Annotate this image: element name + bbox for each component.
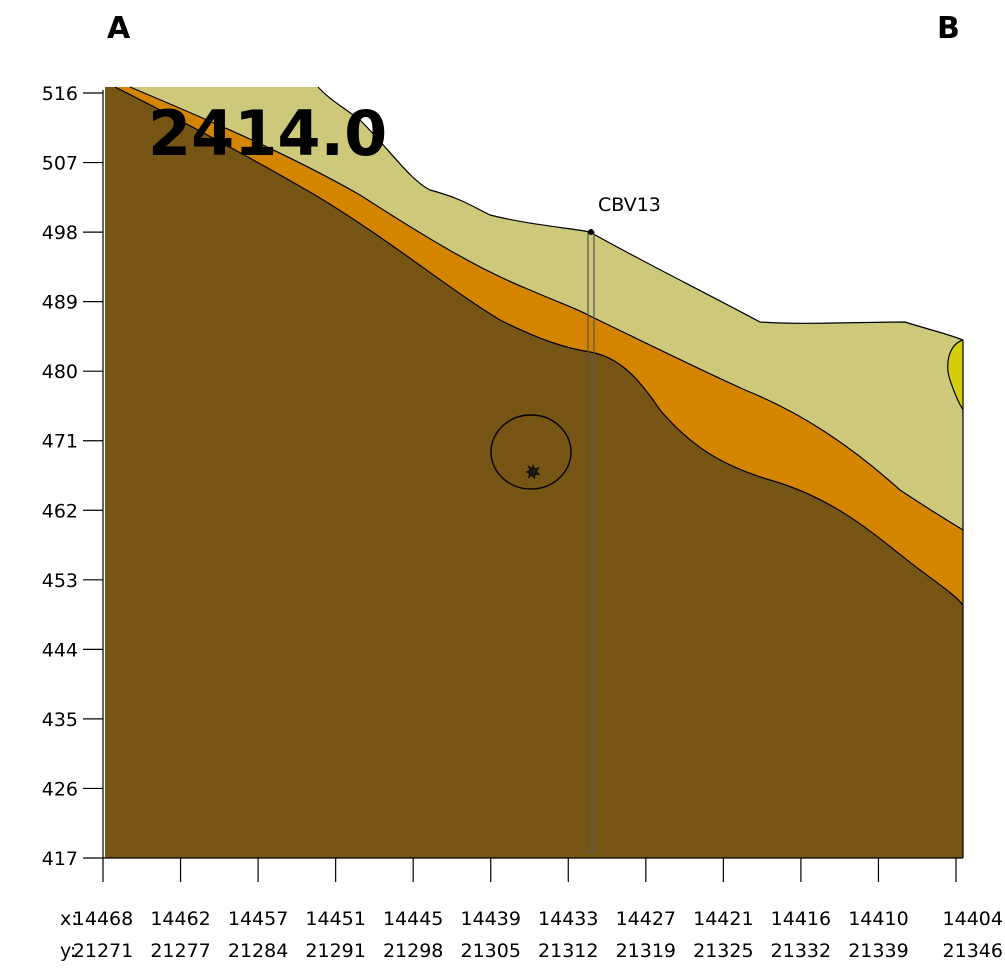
corner-label-b: B	[937, 11, 960, 46]
y-tick-label: 498	[42, 222, 78, 244]
annotation-ellipse	[490, 414, 572, 490]
x-row-prefix: x:	[60, 908, 78, 930]
x-coord-label: 14462	[150, 908, 210, 930]
x-coord-label: 14427	[616, 908, 676, 930]
y-coord-label: 21339	[848, 940, 908, 962]
corner-label-a: A	[107, 11, 131, 46]
y-coord-label: 21325	[693, 940, 753, 962]
y-axis: 516 507 498 489 480 471 462 453 444 435 426 417	[42, 83, 103, 870]
well-top-marker	[588, 229, 594, 235]
x-coord-label: 14468	[73, 908, 133, 930]
x-coord-label: 14439	[461, 908, 521, 930]
y-coord-label: 21346	[943, 940, 1003, 962]
x-coord-label: 14416	[771, 908, 831, 930]
y-tick-label: 462	[42, 500, 78, 522]
y-tick-label: 453	[42, 570, 78, 592]
well-label: CBV13	[598, 194, 661, 216]
x-coord-label: 14451	[305, 908, 365, 930]
y-coord-label: 21298	[383, 940, 443, 962]
sample-star-icon	[525, 464, 541, 480]
y-tick-label: 444	[42, 639, 78, 661]
y-tick-label: 516	[42, 83, 78, 105]
x-coord-label: 14404	[943, 908, 1003, 930]
y-coord-label: 21284	[228, 940, 288, 962]
x-coord-label: 14421	[693, 908, 753, 930]
y-tick-label: 507	[42, 153, 78, 175]
y-coord-label: 21305	[461, 940, 521, 962]
x-coord-label: 14445	[383, 908, 443, 930]
x-coord-label: 14457	[228, 908, 288, 930]
y-coord-label: 21319	[616, 940, 676, 962]
x-coord-label: 14410	[848, 908, 908, 930]
yellow-lens	[947, 340, 963, 410]
layer-boundaries	[114, 86, 964, 858]
x-axis	[102, 858, 957, 882]
y-coord-label: 21332	[771, 940, 831, 962]
y-tick-label: 480	[42, 361, 78, 383]
y-coord-label: 21277	[150, 940, 210, 962]
y-tick-label: 417	[42, 848, 78, 870]
y-tick-label: 426	[42, 778, 78, 800]
y-tick-label: 435	[42, 709, 78, 731]
y-tick-label: 471	[42, 431, 78, 453]
y-row-prefix: y:	[60, 940, 76, 962]
y-tick-label: 489	[42, 292, 78, 314]
y-coord-label: 21271	[73, 940, 133, 962]
y-coord-label: 21291	[305, 940, 365, 962]
x-coord-label: 14433	[538, 908, 598, 930]
y-coord-label: 21312	[538, 940, 598, 962]
big-value-label: 2414.0	[148, 97, 387, 170]
x-labels: x: y: 14468 14462 14457 14451 14445 14439 14433 1…	[60, 908, 1003, 962]
